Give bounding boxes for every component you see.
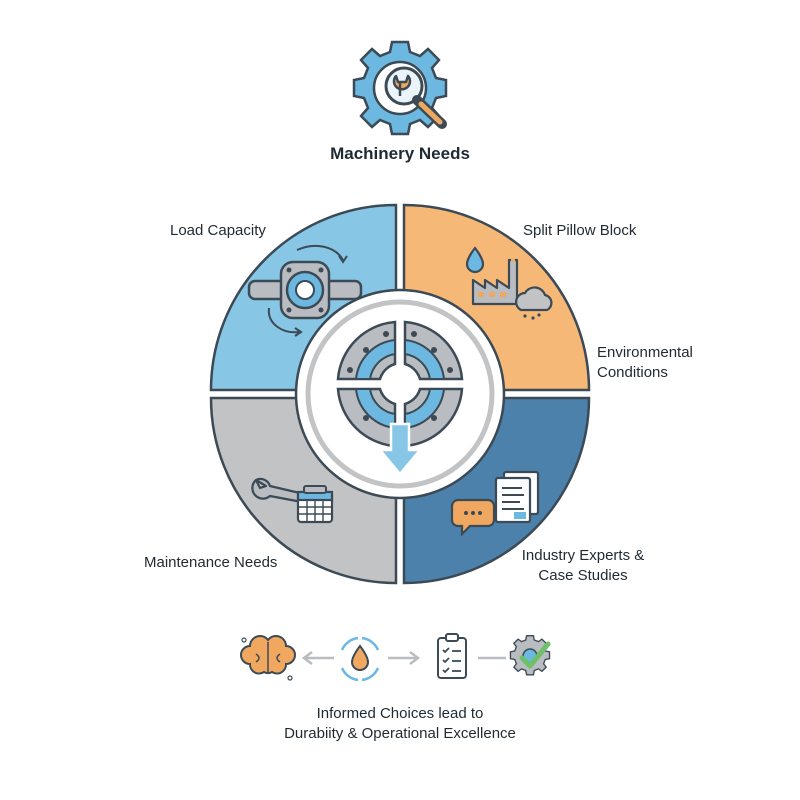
- label-load-capacity: Load Capacity: [170, 222, 266, 239]
- bearing-shaft-icon: [247, 244, 363, 337]
- gear-magnifier-wrench-icon: [352, 40, 448, 136]
- documents-chat-icon: [450, 470, 540, 537]
- gear-check-icon: [509, 635, 551, 676]
- label-maintenance-needs: Maintenance Needs: [144, 554, 278, 571]
- label-split-pillow-block: Split Pillow Block: [523, 222, 637, 239]
- label-industry-experts: Industry Experts & Case Studies: [521, 547, 645, 584]
- brain-icon: [240, 635, 296, 681]
- page-title: Machinery Needs: [330, 144, 470, 163]
- wrench-calendar-icon: [251, 477, 334, 524]
- factory-droplet-cloud-icon: [465, 246, 553, 320]
- split-bearing-icon: [336, 320, 464, 476]
- checklist-icon: [437, 633, 467, 679]
- recycle-droplet-icon: [340, 636, 380, 682]
- flow-arrow-right: [388, 651, 421, 665]
- flow-arrow-left: [301, 651, 334, 665]
- label-environmental-conditions: Environmental Conditions: [597, 344, 693, 381]
- footer-text: Informed Choices lead to Durabiity & Ope…: [284, 705, 516, 742]
